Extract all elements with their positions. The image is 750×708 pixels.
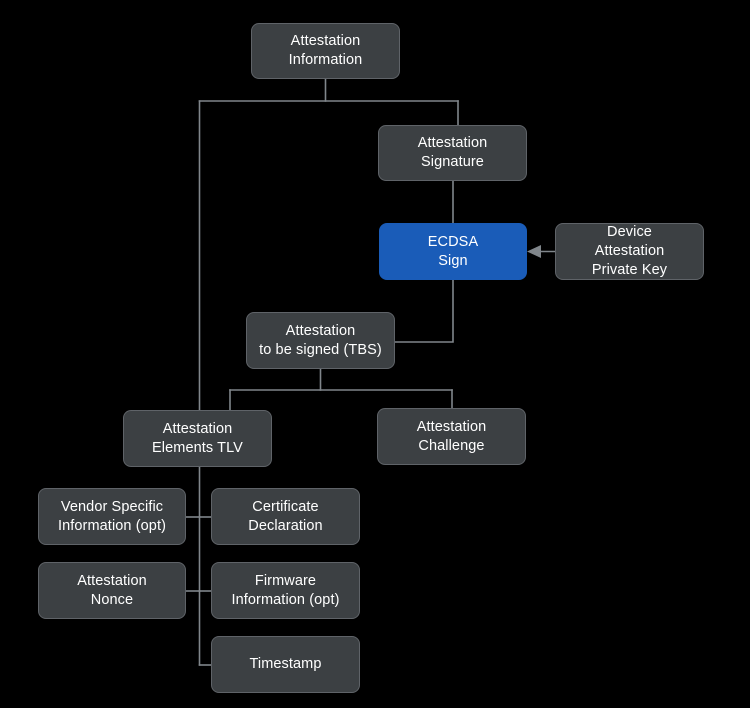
node-label: Attestation Signature: [417, 135, 488, 170]
node-attestation-information[interactable]: Attestation Information: [251, 23, 400, 79]
node-attestation-elements-tlv[interactable]: Attestation Elements TLV: [123, 410, 272, 467]
arrowhead-into-ecdsa: [527, 245, 541, 258]
edge-ecdsa-to-tbs: [394, 279, 454, 343]
node-ecdsa-sign[interactable]: ECDSA Sign: [379, 223, 527, 280]
node-label: Vendor Specific Information (opt): [57, 498, 167, 534]
node-label: Attestation Nonce: [77, 572, 147, 608]
node-label: Attestation Information: [288, 33, 363, 68]
node-label: Timestamp: [249, 656, 322, 672]
node-certificate-declaration[interactable]: Certificate Declaration: [211, 488, 360, 545]
node-device-attestation-private-key[interactable]: Device Attestation Private Key: [555, 223, 704, 280]
node-timestamp[interactable]: Timestamp: [211, 636, 360, 693]
node-label: Device Attestation Private Key: [591, 224, 668, 278]
node-label: Certificate Declaration: [248, 498, 323, 534]
node-attestation-to-be-signed[interactable]: Attestation to be signed (TBS): [246, 312, 395, 369]
node-attestation-challenge[interactable]: Attestation Challenge: [377, 408, 526, 465]
node-firmware-information[interactable]: Firmware Information (opt): [211, 562, 360, 619]
node-label: Attestation to be signed (TBS): [259, 322, 382, 358]
node-label: Attestation Challenge: [416, 418, 487, 454]
node-attestation-signature[interactable]: Attestation Signature: [378, 125, 527, 181]
node-label: Attestation Elements TLV: [152, 420, 243, 456]
node-vendor-specific-information[interactable]: Vendor Specific Information (opt): [38, 488, 186, 545]
node-attestation-nonce[interactable]: Attestation Nonce: [38, 562, 186, 619]
node-label: Firmware Information (opt): [231, 572, 340, 608]
node-label: ECDSA Sign: [427, 233, 479, 269]
